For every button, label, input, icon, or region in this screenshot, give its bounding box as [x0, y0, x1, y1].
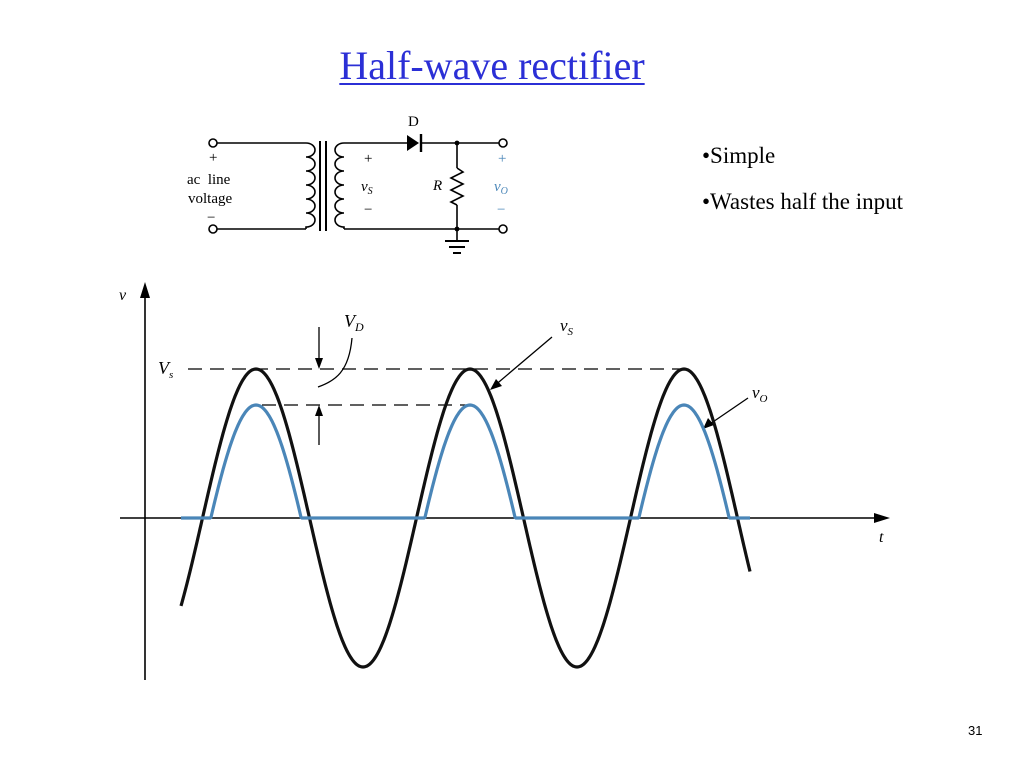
vs-leader-line: [492, 336, 553, 388]
vo-leader-arrow: [703, 418, 714, 429]
y-axis-label: v: [119, 287, 127, 304]
source-plus: +: [209, 150, 217, 166]
vs-level-label: Vs: [158, 358, 173, 381]
secondary-winding: [334, 142, 345, 229]
diode-symbol: [407, 134, 423, 152]
resistor: [449, 167, 465, 206]
junction-dot: [454, 226, 460, 232]
slide-number: 31: [968, 723, 983, 738]
output-plus: +: [498, 151, 506, 167]
diode-label: D: [408, 114, 419, 130]
vs-waveform: [179, 367, 752, 669]
y-axis-arrow: [140, 282, 150, 298]
x-axis-label: t: [879, 529, 884, 546]
secondary-minus: −: [364, 202, 372, 218]
output-terminal-top: [498, 138, 508, 148]
secondary-voltage-label: vS: [361, 179, 373, 197]
vd-arrow-up: [315, 405, 323, 416]
primary-winding: [305, 142, 316, 229]
resistor-label: R: [432, 178, 442, 194]
vd-arrow-down: [315, 358, 323, 369]
slide-title: Half-wave rectifier: [339, 43, 645, 88]
bullet-list: •Simple •Wastes half the input: [702, 144, 903, 236]
vd-label: VD: [344, 311, 364, 334]
vs-curve-label: vS: [560, 316, 574, 338]
output-minus: −: [497, 202, 505, 218]
output-voltage-label: vO: [494, 179, 508, 197]
junction-dot: [454, 140, 460, 146]
bullet-item: •Simple: [702, 143, 776, 168]
source-label-line1: ac line: [187, 172, 231, 188]
bullet-item: •Wastes half the input: [702, 189, 904, 214]
source-label-line2: voltage: [188, 191, 232, 207]
secondary-plus: +: [364, 151, 372, 167]
ground-symbol: [445, 240, 469, 254]
output-terminal-bottom: [498, 224, 508, 234]
x-axis-arrow: [874, 513, 890, 523]
vo-waveform: [181, 403, 750, 520]
vd-dimension: [317, 327, 353, 445]
source-minus: −: [207, 210, 215, 226]
vs-leader-arrow: [490, 379, 502, 390]
vo-curve-label: vO: [752, 383, 768, 405]
